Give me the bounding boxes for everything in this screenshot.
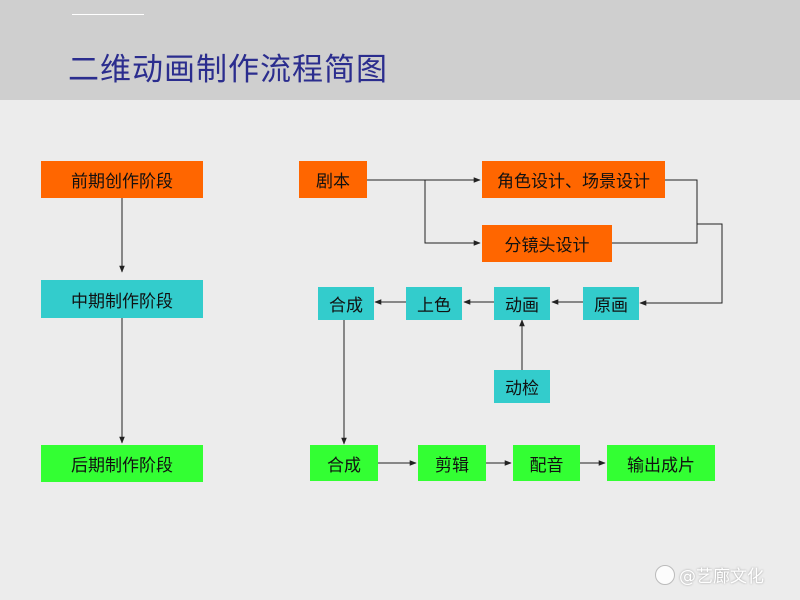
node-composite: 合成 xyxy=(318,287,374,320)
node-coloring: 上色 xyxy=(406,287,462,320)
header-accent-line xyxy=(72,14,144,15)
watermark-paw-icon xyxy=(655,564,675,585)
node-editing: 剪辑 xyxy=(418,445,486,481)
node-output: 输出成片 xyxy=(607,445,715,481)
node-animation: 动画 xyxy=(494,287,550,320)
stage-mid: 中期制作阶段 xyxy=(41,280,203,318)
node-script: 剧本 xyxy=(299,161,367,198)
watermark-text: @艺廊文化 xyxy=(679,567,764,587)
node-post-composite: 合成 xyxy=(310,445,378,481)
node-check: 动检 xyxy=(494,370,550,403)
arrow-script-to-storyboard xyxy=(424,180,481,246)
page-title: 二维动画制作流程简图 xyxy=(68,52,388,88)
arrow-merge-to-keyframe xyxy=(639,223,723,306)
node-dubbing: 配音 xyxy=(513,445,580,481)
watermark: @艺廊文化 xyxy=(655,562,764,587)
node-storyboard: 分镜头设计 xyxy=(482,225,612,262)
node-design: 角色设计、场景设计 xyxy=(482,161,665,198)
line-design-merge xyxy=(612,179,698,244)
header-bar: 二维动画制作流程简图 xyxy=(0,0,800,100)
stage-post: 后期制作阶段 xyxy=(41,445,203,482)
stage-pre: 前期创作阶段 xyxy=(41,161,203,198)
node-keyframe: 原画 xyxy=(583,287,639,320)
